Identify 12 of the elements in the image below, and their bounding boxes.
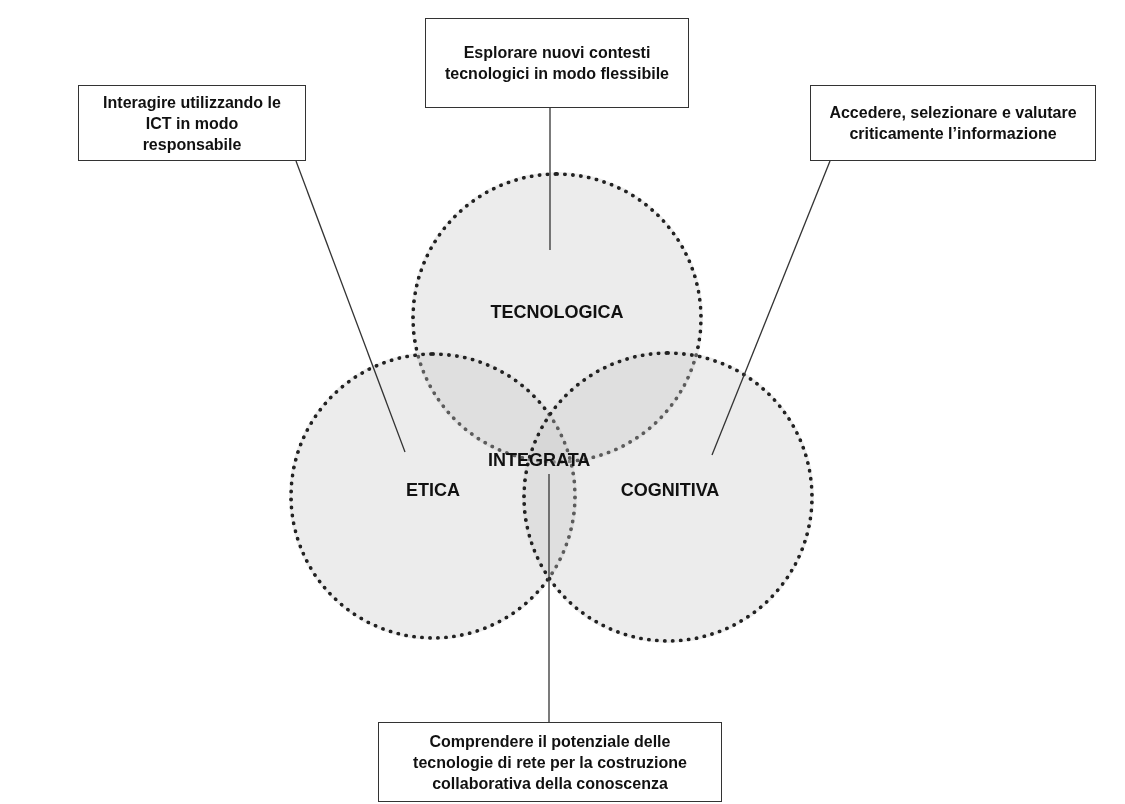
text-box: Interagire utilizzando le ICT in modo responsabile: [78, 85, 306, 161]
leader-line: [711, 160, 831, 456]
leader-line: [548, 473, 550, 723]
text-box: Accedere, selezionare e valutare criticamente l’informazione: [810, 85, 1096, 161]
text-box: Comprendere il potenziale delle tecnologie di rete per la costruzione collaborativa della conoscenza: [378, 722, 722, 802]
leader-line: [549, 107, 551, 251]
intersection-label: INTEGRATA: [488, 450, 591, 471]
circle-label: ETICA: [406, 479, 460, 501]
circle-label: TECNOLOGICA: [490, 301, 624, 323]
text-box: Esplorare nuovi contesti tecnologici in modo flessibile: [425, 18, 689, 108]
leader-line: [295, 160, 406, 453]
circle-label: COGNITIVA: [620, 479, 720, 501]
